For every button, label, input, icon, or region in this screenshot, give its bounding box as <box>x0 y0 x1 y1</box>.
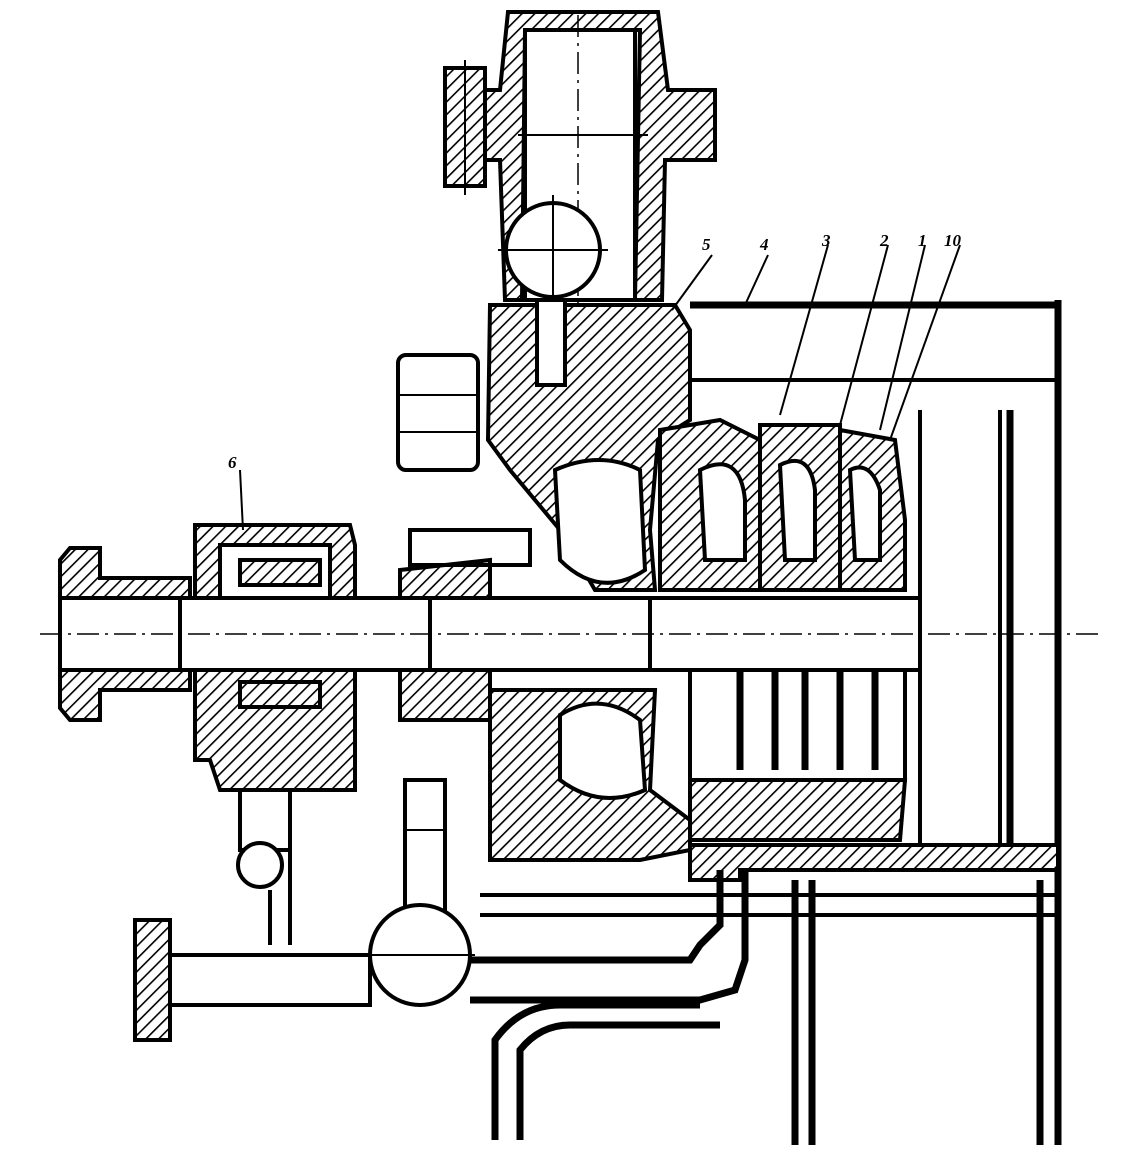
casing-bolt <box>535 298 567 387</box>
bearing-housing <box>193 523 357 792</box>
shaft-seal <box>398 528 532 722</box>
outer-housing <box>688 300 1062 1145</box>
main-shaft <box>40 596 1100 672</box>
callout-2: 2 <box>879 231 889 250</box>
discharge-pipe <box>478 10 717 330</box>
callout-10: 10 <box>944 231 962 250</box>
round-nut-upper <box>498 195 608 305</box>
callout-1: 1 <box>918 231 927 250</box>
callout-5: 5 <box>702 235 711 254</box>
pump-casing <box>485 303 692 862</box>
hex-nut-left <box>396 353 480 472</box>
leader-lines <box>239 244 961 531</box>
shaft-coupling <box>58 546 192 722</box>
callout-3: 3 <box>821 231 831 250</box>
callout-6: 6 <box>228 453 237 472</box>
flange-bolt-top <box>443 60 487 195</box>
callout-4: 4 <box>759 235 769 254</box>
lower-fitting <box>365 903 475 1007</box>
support-stand <box>236 788 292 945</box>
bottom-pipe <box>133 870 749 1042</box>
support-leg <box>480 880 1058 1145</box>
impeller-stack <box>658 417 908 842</box>
